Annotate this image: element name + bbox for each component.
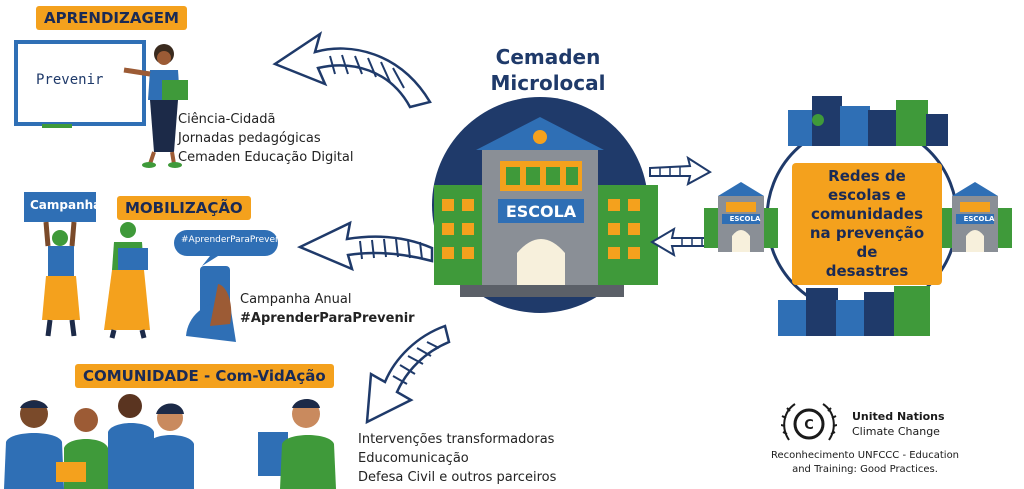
teacher-whiteboard-illustration (14, 40, 188, 168)
central-school-illustration: ESCOLA (432, 97, 658, 313)
community-item: Educomunicação (358, 451, 469, 466)
network-label-line: escolas e (828, 186, 906, 204)
campaign-sign (24, 192, 96, 222)
svg-text:C: C (804, 418, 814, 433)
arrow-to-community (365, 324, 451, 425)
unfccc-caption-line1: Reconhecimento UNFCCC - Education (770, 450, 960, 461)
community-item: Intervenções transformadoras (358, 432, 555, 447)
network-label-line: comunidades (810, 205, 924, 223)
small-school-right (938, 182, 1012, 252)
unfccc-org-line2: Climate Change (852, 425, 940, 438)
mobilization-text: Campanha Anual #AprenderParaPrevenir (240, 290, 415, 328)
network-label: Redes de escolas e comunidades na preven… (792, 163, 942, 285)
center-title-line2: Microlocal (490, 71, 606, 95)
community-tag: COMUNIDADE - Com-VidAção (75, 364, 334, 388)
community-people-illustration (4, 394, 336, 489)
school-sign-text: ESCOLA (506, 202, 577, 221)
unfccc-caption-line2: and Training: Good Practices. (792, 464, 938, 475)
center-title-line1: Cemaden (495, 45, 601, 69)
small-school-left (704, 182, 778, 252)
school-sign (498, 199, 584, 223)
network-label-line: desastres (825, 262, 909, 280)
right-wing (596, 185, 658, 285)
arrow-to-network (649, 155, 712, 186)
small-school-sign-right: ESCOLA (963, 215, 995, 223)
learning-tag: APRENDIZAGEM (36, 6, 187, 30)
whiteboard-word: Prevenir (36, 72, 104, 88)
whiteboard (14, 40, 146, 126)
hashtag-bubble (174, 230, 278, 256)
campaign-people-illustration (24, 192, 150, 339)
campaign-sign-text: Campanha (30, 198, 102, 212)
arrow-to-mobilization (296, 220, 434, 272)
small-school-sign-left: ESCOLA (729, 215, 761, 223)
unfccc-logo-icon: C (781, 403, 837, 441)
mobilization-line1: Campanha Anual (240, 292, 352, 307)
learning-item: Cemaden Educação Digital (178, 150, 354, 165)
learning-item: Jornadas pedagógicas (178, 131, 321, 146)
mobilization-tag: MOBILIZAÇÃO (117, 196, 251, 220)
phone-hand-illustration (174, 230, 278, 342)
community-list: Intervenções transformadoras Educomunica… (358, 430, 556, 487)
unfccc-org-line1: United Nations (852, 410, 945, 423)
school-door (517, 239, 565, 290)
hashtag-bubble-text: #AprenderParaPrevenir (181, 235, 287, 245)
unfccc-caption: Reconhecimento UNFCCC - Education and Tr… (760, 449, 970, 477)
houses-top (788, 96, 948, 146)
arrow-to-learning (272, 31, 432, 109)
houses-bottom (778, 286, 930, 336)
network-label-line: Redes de (828, 167, 906, 185)
arrow-from-network (650, 226, 711, 258)
learning-item: Ciência-Cidadã (178, 112, 276, 127)
learning-list: Ciência-Cidadã Jornadas pedagógicas Cema… (178, 110, 354, 167)
center-title: Cemaden Microlocal (478, 44, 618, 96)
community-item: Defesa Civil e outros parceiros (358, 470, 557, 485)
mobilization-line2: #AprenderParaPrevenir (240, 311, 415, 326)
network-label-line: na prevenção de (809, 224, 925, 261)
school-network-illustration (704, 96, 1012, 336)
